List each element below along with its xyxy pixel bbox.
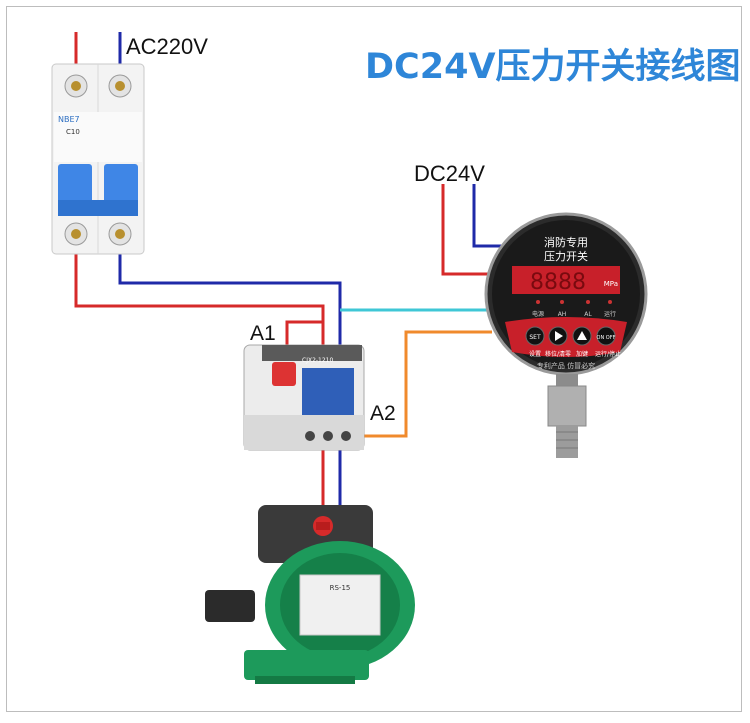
svg-text:加键: 加键 bbox=[576, 350, 588, 358]
contactor-model: CJX2-1210 bbox=[302, 357, 334, 364]
pump-icon: RS-15 bbox=[205, 505, 415, 684]
wire-dc-blue bbox=[472, 184, 510, 248]
label-ac220v: AC220V bbox=[126, 34, 208, 59]
svg-text:设置: 设置 bbox=[529, 350, 541, 358]
gauge-button-run bbox=[596, 326, 616, 346]
gauge-indicators: 电源 AH AL 运行 bbox=[532, 300, 616, 318]
gauge-footer: 专利产品 仿冒必究 bbox=[537, 361, 595, 370]
svg-text:AL: AL bbox=[584, 311, 592, 318]
breaker-brand: NBE7 bbox=[58, 115, 80, 124]
svg-text:运行/停止: 运行/停止 bbox=[595, 350, 621, 358]
wire-orange-a2 bbox=[360, 330, 492, 438]
diagram-title: DC24V压力开关接线图 bbox=[365, 47, 741, 87]
wire-blue-breaker-contactor bbox=[118, 240, 342, 355]
up-arrow-icon bbox=[577, 331, 587, 340]
svg-text:AH: AH bbox=[558, 311, 567, 318]
svg-text:运行: 运行 bbox=[604, 310, 616, 318]
wire-a1-coil bbox=[285, 320, 325, 352]
breaker-icon: NBE7 C10 bbox=[51, 63, 145, 255]
gauge-unit: MPa bbox=[604, 280, 618, 288]
svg-text:ON OFF: ON OFF bbox=[597, 335, 616, 341]
svg-text:电源: 电源 bbox=[532, 310, 544, 318]
wire-dc-red bbox=[441, 184, 496, 276]
label-dc24v: DC24V bbox=[414, 161, 485, 186]
pump-model: RS-15 bbox=[330, 584, 351, 592]
gauge-button-set bbox=[525, 326, 545, 346]
gauge-digits: 8888 bbox=[530, 270, 586, 295]
gauge-line1: 消防专用 bbox=[544, 235, 588, 249]
svg-text:SET: SET bbox=[529, 334, 541, 341]
breaker-rating: C10 bbox=[66, 128, 80, 136]
label-a2: A2 bbox=[370, 402, 396, 425]
gauge-line2: 压力开关 bbox=[544, 249, 588, 263]
label-a1: A1 bbox=[250, 322, 276, 345]
contactor-icon: CJX2-1210 bbox=[243, 344, 365, 451]
play-icon bbox=[555, 331, 563, 341]
svg-text:移位/清零: 移位/清零 bbox=[545, 350, 571, 358]
pressure-switch-icon: 消防专用 压力开关 8888 MPa 电源 AH AL 运行 SET ON OF… bbox=[484, 212, 648, 458]
image-frame bbox=[6, 6, 742, 712]
